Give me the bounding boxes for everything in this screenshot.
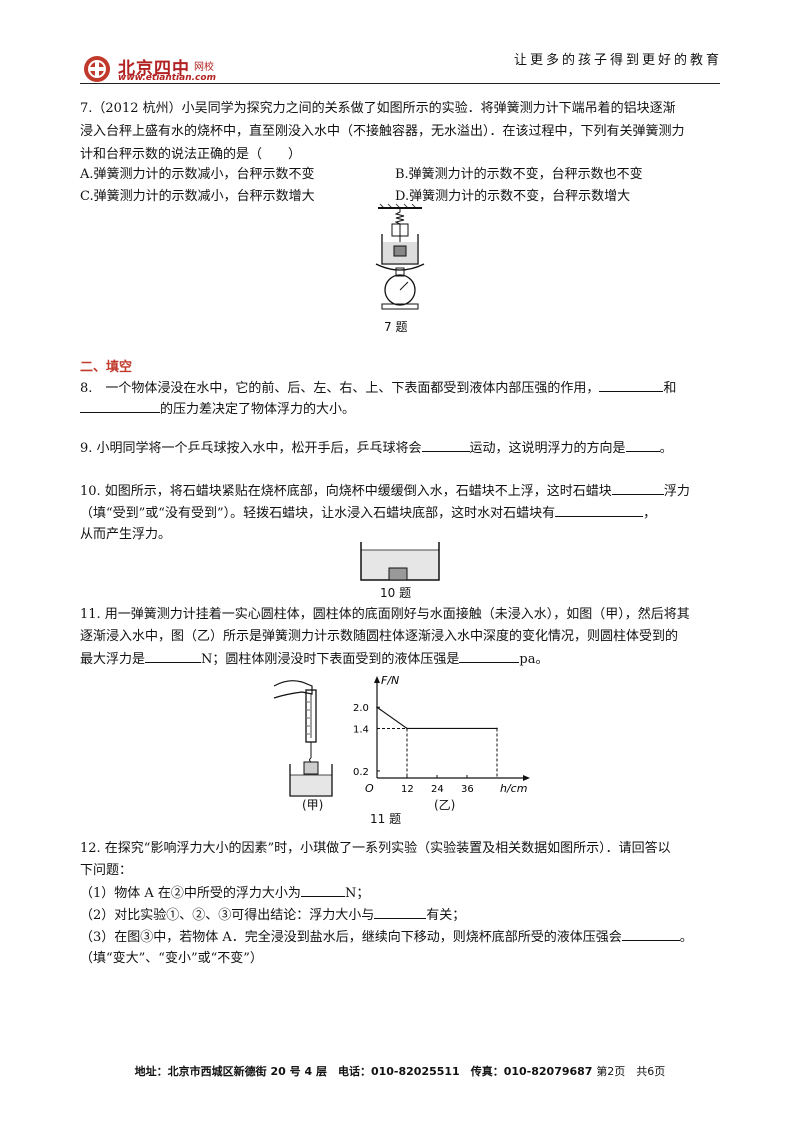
q7-line1: 7.（2012 杭州）小吴同学为探究力之间的关系做了如图所示的实验．将弹簧测力计… (80, 101, 676, 116)
q12-part2-text: （2）对比实验①、②、③可得出结论：浮力大小与 (80, 908, 375, 923)
q7-option-d: D.弹簧测力计的示数不变，台秤示数增大 (395, 189, 631, 204)
q12-part1-text: （1）物体 A 在②中所受的浮力大小为 (80, 886, 301, 901)
page-footer: 地址：北京市西城区新德街 20 号 4 层 电话：010-82025511 传真… (0, 1063, 800, 1079)
logo-name: 北京四中 (118, 59, 190, 79)
q12-blank-2[interactable] (374, 904, 427, 919)
header-slogan: 让更多的孩子得到更好的教育 (513, 53, 722, 68)
chart-x-label: h/cm (500, 782, 527, 795)
q8-text-c: 的压力差决定了物体浮力的大小。 (160, 402, 356, 417)
q7-option-c: C.弹簧测力计的示数减小，台秤示数增大 (80, 189, 315, 204)
q11-blank-1[interactable] (145, 648, 202, 663)
q9-blank-1[interactable] (421, 437, 470, 452)
chart-x-tick-label: 12 (401, 784, 414, 795)
q10-text-c: （填“受到”或“没有受到”）。轻拨石蜡块，让水浸入石蜡块底部，这时水对石蜡块有 (80, 506, 556, 521)
q10-line3: 从而产生浮力。 (80, 527, 172, 542)
chart-x-tick-label: 36 (461, 784, 474, 795)
chart-y-arrow (374, 676, 380, 683)
chart-y-tick-label: 1.4 (353, 724, 369, 735)
q8-line2: 的压力差决定了物体浮力的大小。 (80, 398, 355, 421)
q12-part3-tail: 。 (679, 930, 693, 945)
q8-blank-1[interactable] (599, 377, 664, 392)
footer-page-number: 第2页 共6页 (596, 1065, 666, 1078)
q10-caption: 10 题 (380, 586, 412, 600)
q11-line2: 逐渐浸入水中，图（乙）所示是弹簧测力计示数随圆柱体逐渐浸入水中深度的变化情况，则… (80, 629, 679, 644)
q9-text-c: 。 (659, 441, 673, 456)
q10-beaker-figure (360, 542, 440, 581)
q10-text-a: 10. 如图所示，将石蜡块紧贴在烧杯底部，向烧杯中缓缓倒入水，石蜡块不上浮，这时… (80, 484, 612, 499)
q8-blank-2[interactable] (80, 398, 160, 413)
q12-part2: （2）对比实验①、②、③可得出结论：浮力大小与 有关； (80, 904, 465, 927)
school-logo-icon (84, 56, 110, 82)
q11-text-c: pa。 (519, 652, 549, 667)
q12-part4: （填“变大”、“变小”或“不变”） (80, 951, 263, 966)
q8-line1: 8. 一个物体浸没在水中，它的前、后、左、右、上、下表面都受到液体内部压强的作用… (80, 377, 676, 400)
q9-line: 9. 小明同学将一个乒乓球按入水中，松开手后，乒乓球将会 运动，这说明浮力的方向是… (80, 437, 673, 460)
q9-text-a: 9. 小明同学将一个乒乓球按入水中，松开手后，乒乓球将会 (80, 441, 422, 456)
q10-text-b: 浮力 (663, 484, 690, 499)
chart-x-arrow (523, 775, 530, 781)
q12-line1: 12. 在探究“影响浮力大小的因素”时，小琪做了一系列实验（实验装置及相关数据如… (80, 841, 671, 856)
section-title: 二、填空 (80, 360, 133, 375)
header-divider (80, 83, 720, 84)
q12-blank-3[interactable] (621, 926, 680, 941)
q10-blank-2[interactable] (555, 502, 644, 517)
q10-blank-1[interactable] (611, 480, 664, 495)
q7-line2: 浸入台秤上盛有水的烧杯中，直至刚没入水中（不接触容器，无水溢出）．在该过程中，下… (80, 124, 685, 139)
q9-blank-2[interactable] (625, 437, 660, 452)
q8-text-a: 8. 一个物体浸没在水中，它的前、后、左、右、上、下表面都受到液体内部压强的作用… (80, 381, 600, 396)
q11-blank-2[interactable] (459, 648, 520, 663)
q12-blank-1[interactable] (300, 882, 345, 897)
q12-part2-tail: 有关； (426, 908, 466, 923)
chart-y-tick-label: 0.2 (353, 767, 369, 778)
q7-figure (375, 203, 425, 310)
chart-series-line (376, 706, 497, 730)
q12-part3: （3）在图③中，若物体 A．完全浸没到盐水后，继续向下移动，则烧杯底部所受的液体… (80, 926, 693, 949)
q8-text-b: 和 (663, 381, 677, 396)
logo-sub: 网校 (194, 62, 214, 73)
q12-part3-text: （3）在图③中，若物体 A．完全浸没到盐水后，继续向下移动，则烧杯底部所受的液体… (80, 930, 622, 945)
q11-fig-jia-label: (甲) (302, 798, 324, 812)
chart-x-tick-label: 24 (431, 784, 444, 795)
q7-caption: 7 题 (384, 320, 408, 334)
q12-part1-unit: N； (344, 886, 370, 901)
footer-address: 地址：北京市西城区新德街 20 号 4 层 电话：010-82025511 传真… (134, 1065, 593, 1078)
q9-text-b: 运动，这说明浮力的方向是 (469, 441, 626, 456)
chart-y-tick-label: 2.0 (353, 703, 369, 714)
q11-text-a: 最大浮力是 (80, 652, 146, 667)
q11-text-b: N；圆柱体刚浸没时下表面受到的液体压强是 (201, 652, 460, 667)
logo-url: www.etiantian.com (118, 73, 216, 83)
q11-force-depth-chart: F/N h/cm O 12 24 36 2.0 1.4 0.2 (353, 674, 530, 795)
chart-origin-label: O (365, 782, 374, 795)
q11-line1: 11. 用一弹簧测力计挂着一实心圆柱体，圆柱体的底面刚好与水面接触（未浸入水），… (80, 607, 690, 622)
q11-fig-yi-label: (乙) (434, 798, 456, 812)
q7-option-b: B.弹簧测力计的示数不变，台秤示数也不变 (395, 167, 643, 182)
q11-caption: 11 题 (370, 812, 402, 826)
q12-line2: 下问题： (80, 863, 133, 878)
q12-part1: （1）物体 A 在②中所受的浮力大小为 N； (80, 882, 369, 905)
q7-option-a: A.弹簧测力计的示数减小，台秤示数不变 (80, 167, 315, 182)
q7-line3: 计和台秤示数的说法正确的是（ ） (80, 147, 302, 162)
q11-spring-scale-figure (273, 680, 333, 797)
q11-line3: 最大浮力是 N；圆柱体刚浸没时下表面受到的液体压强是 pa。 (80, 648, 548, 671)
chart-y-label: F/N (381, 674, 399, 687)
q10-text-d: ， (643, 506, 657, 521)
q10-line1: 10. 如图所示，将石蜡块紧贴在烧杯底部，向烧杯中缓缓倒入水，石蜡块不上浮，这时… (80, 480, 690, 503)
q10-line2: （填“受到”或“没有受到”）。轻拨石蜡块，让水浸入石蜡块底部，这时水对石蜡块有 ， (80, 502, 656, 525)
